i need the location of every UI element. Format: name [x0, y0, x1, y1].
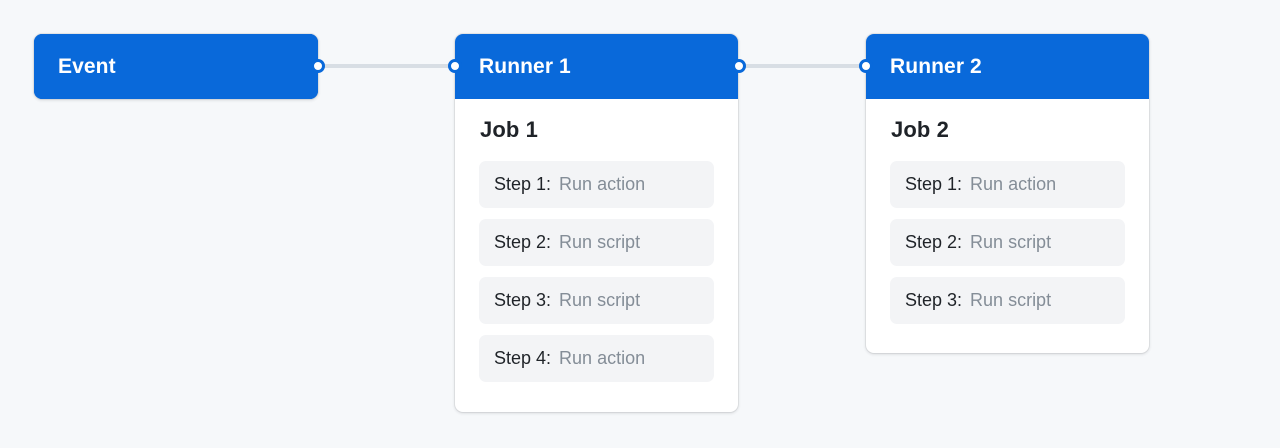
step-label: Step 2: — [905, 232, 963, 252]
list-item[interactable]: Step 2: Run script — [890, 219, 1125, 266]
job-title-2: Job 2 — [891, 117, 949, 142]
step-value: Run script — [970, 290, 1052, 310]
list-item[interactable]: Step 2: Run script — [479, 219, 714, 266]
node-runner-2-header: Runner 2 — [866, 34, 1149, 99]
step-label: Step 2: — [494, 232, 552, 252]
node-runner-2-title: Runner 2 — [890, 54, 982, 78]
list-item[interactable]: Step 3: Run script — [479, 277, 714, 324]
step-label: Step 4: — [494, 348, 552, 368]
node-runner-1[interactable]: Runner 1 Job 1 Step 1: Run action Step 2… — [455, 34, 738, 412]
node-runner-1-title: Runner 1 — [479, 54, 571, 78]
node-event[interactable]: Event — [34, 34, 318, 99]
step-label: Step 3: — [494, 290, 552, 310]
node-runner-1-header: Runner 1 — [455, 34, 738, 99]
step-value: Run script — [559, 232, 641, 252]
step-label: Step 3: — [905, 290, 963, 310]
port-runner-1-input[interactable] — [448, 59, 462, 73]
list-item[interactable]: Step 4: Run action — [479, 335, 714, 382]
step-value: Run action — [559, 174, 646, 194]
step-value: Run action — [559, 348, 646, 368]
list-item[interactable]: Step 3: Run script — [890, 277, 1125, 324]
port-event-output[interactable] — [311, 59, 325, 73]
step-value: Run script — [970, 232, 1052, 252]
step-value: Run script — [559, 290, 641, 310]
step-label: Step 1: — [905, 174, 963, 194]
node-runner-2-body: Job 2 Step 1: Run action Step 2: Run scr… — [866, 99, 1149, 346]
list-item[interactable]: Step 1: Run action — [479, 161, 714, 208]
edge-event-to-runner1 — [316, 64, 458, 68]
port-runner-1-output[interactable] — [732, 59, 746, 73]
port-runner-2-input[interactable] — [859, 59, 873, 73]
node-runner-1-body: Job 1 Step 1: Run action Step 2: Run scr… — [455, 99, 738, 404]
edge-runner1-to-runner2 — [736, 64, 868, 68]
step-list-1: Step 1: Run action Step 2: Run script St… — [479, 161, 714, 382]
step-list-2: Step 1: Run action Step 2: Run script St… — [890, 161, 1125, 324]
list-item[interactable]: Step 1: Run action — [890, 161, 1125, 208]
node-runner-2[interactable]: Runner 2 Job 2 Step 1: Run action Step 2… — [866, 34, 1149, 353]
job-title-1: Job 1 — [480, 117, 538, 142]
step-label: Step 1: — [494, 174, 552, 194]
step-value: Run action — [970, 174, 1057, 194]
node-event-header: Event — [34, 34, 318, 99]
node-event-title: Event — [58, 54, 116, 78]
